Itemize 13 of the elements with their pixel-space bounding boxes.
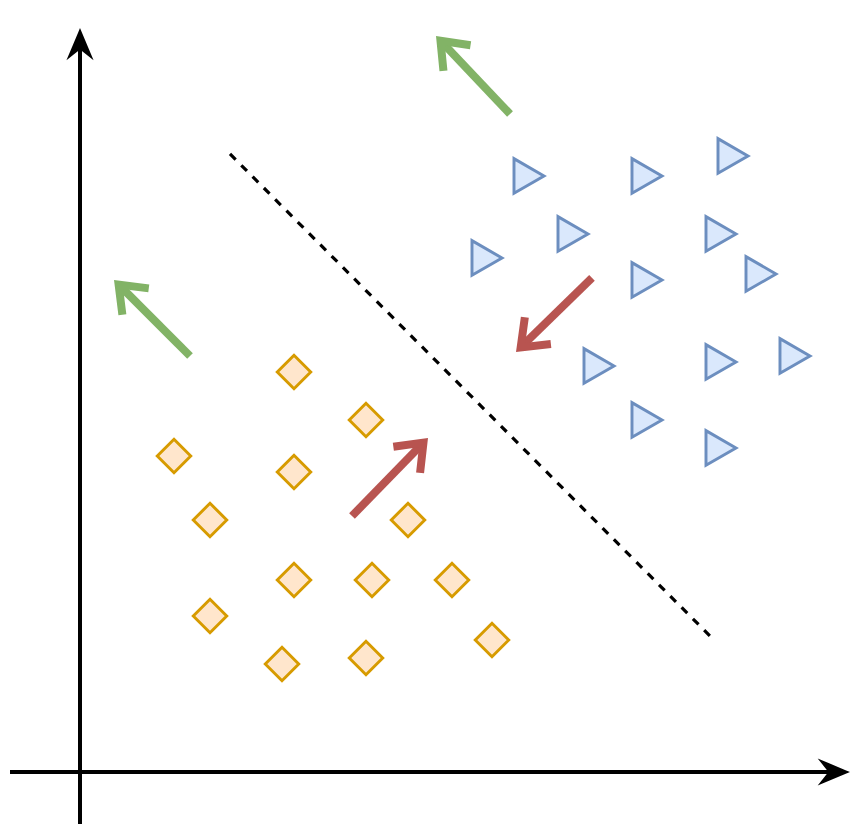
diamond-marker [263, 645, 301, 683]
diamond-marker [433, 561, 471, 599]
diamond-marker [389, 501, 427, 539]
diamond-marker [191, 597, 229, 635]
diamond-marker [353, 561, 391, 599]
diamond-marker [155, 437, 193, 475]
diamond-marker [347, 639, 385, 677]
diamond-marker [275, 561, 313, 599]
diamond-marker [275, 353, 313, 391]
diamond-marker [191, 501, 229, 539]
diamond-marker [347, 401, 385, 439]
diamond-marker [473, 621, 511, 659]
diamond-marker [275, 453, 313, 491]
